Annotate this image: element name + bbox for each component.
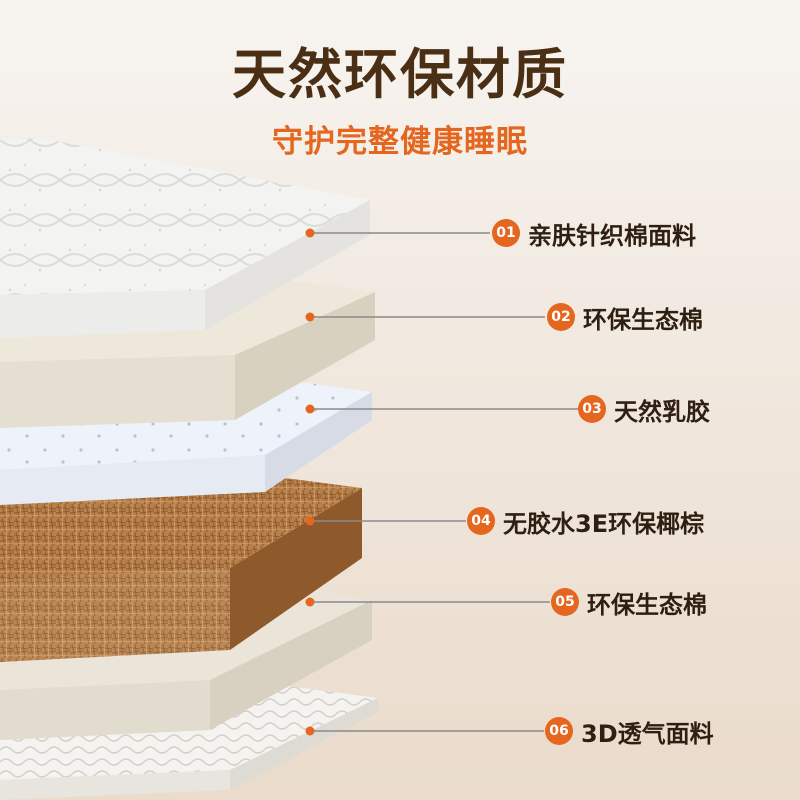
layer-number-badge: 03 [578,395,606,423]
layer-label-text: 环保生态棉 [587,590,707,619]
layer-label-text: 天然乳胶 [614,397,710,426]
page-subtitle: 守护完整健康睡眠 [272,124,528,160]
layer-label-text: 3D透气面料 [581,719,714,748]
layer-number-badge: 04 [467,507,495,535]
layer-label-text: 无胶水3E环保椰棕 [503,509,705,538]
layer-number-badge: 01 [492,219,520,247]
connector-01 [305,228,490,238]
connector-06 [305,726,544,736]
connector-03 [305,404,578,414]
layer-label-02: 02 环保生态棉 [547,297,800,337]
layer-label-04: 04 无胶水3E环保椰棕 [467,501,797,541]
layer-number-badge: 02 [547,303,575,331]
layer-label-text: 环保生态棉 [583,305,703,334]
layer-label-text: 亲肤针织棉面料 [528,221,696,250]
layer-label-03: 03 天然乳胶 [578,389,800,429]
page-title: 天然环保材质 [232,43,568,106]
layer-label-05: 05 环保生态棉 [551,582,800,622]
connector-05 [305,597,550,607]
layer-label-06: 06 3D透气面料 [545,711,800,751]
connector-04 [305,516,466,526]
connector-02 [305,312,545,322]
layer-number-badge: 06 [545,717,573,745]
layer-number-badge: 05 [551,588,579,616]
layer-label-01: 01 亲肤针织棉面料 [492,213,800,253]
